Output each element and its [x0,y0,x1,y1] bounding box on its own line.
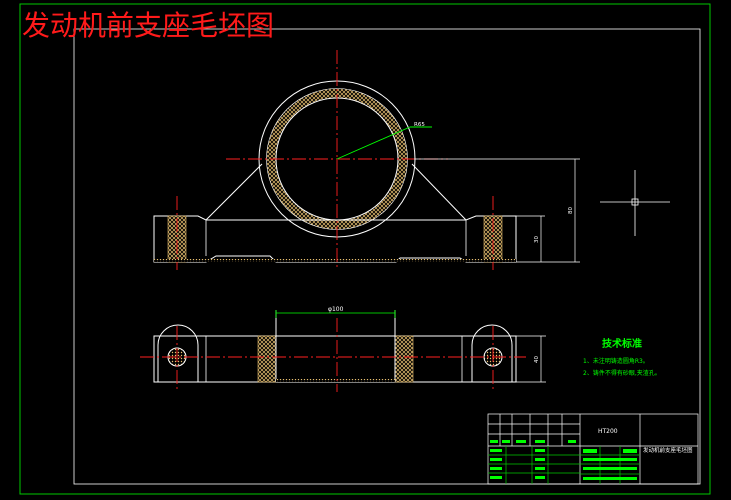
note-2: 2、铸件不得有砂眼,夹渣孔。 [583,369,661,377]
crosshair-symbol [600,170,670,236]
bore-bottom-allowance [276,379,395,382]
left-boss-top [157,324,199,382]
inner-border [73,28,701,485]
left-rib [205,163,263,221]
bore-width-label: φ100 [328,306,344,313]
right-rib [411,163,467,221]
depth-dimension [516,335,546,383]
notes-title: 技术标准 [602,337,642,350]
height-dimensions [414,158,580,263]
bottom-allowance [154,259,516,262]
outer-border [19,3,711,495]
top-view [153,310,517,383]
title-block-fills [490,440,637,480]
base-outline [153,215,517,263]
drawing-title: 发动机前支座毛坯图 [22,9,275,42]
bore-width-dimension [275,310,396,318]
height-total-label: 80 [568,207,574,214]
titleblock-name: 发动机前支座毛坯图 [643,446,693,454]
titleblock-material: HT200 [598,428,618,435]
right-boss-top [471,324,513,382]
front-view [153,80,517,263]
note-1: 1、未注明铸造圆角R3。 [583,357,649,365]
height-base-label: 30 [534,236,540,243]
depth-label: 40 [534,356,540,363]
bore-section-left [257,335,277,383]
center-lines-top [140,318,526,392]
radius-dimension: R65 [336,122,432,160]
bore-section-right [394,335,414,383]
radius-label: R65 [414,122,425,128]
title-block [487,413,699,485]
